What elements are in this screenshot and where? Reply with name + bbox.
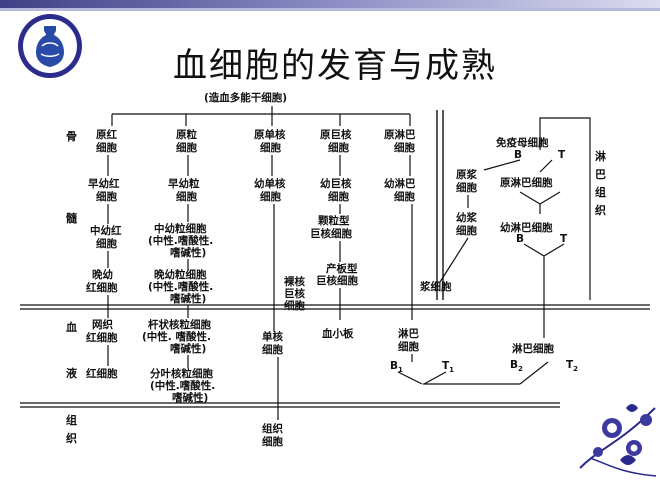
node-rbc-2b: 细胞 — [96, 190, 117, 203]
node-lymr-2: 幼淋巴细胞 — [500, 221, 553, 234]
side-label-marrow-1: 骨 — [66, 130, 77, 143]
node-gran-6b: (中性.嗜酸性. — [150, 379, 215, 392]
node-rbc-3b: 细胞 — [96, 237, 117, 250]
node-gran-2b: 细胞 — [176, 190, 197, 203]
node-mono-4a: 组织 — [262, 422, 283, 435]
node-gran-5c: 嗜碱性) — [170, 342, 206, 355]
node-mono-2a: 幼单核 — [254, 177, 286, 190]
node-lym-2b: 细胞 — [394, 190, 415, 203]
node-t1: T1 — [442, 360, 454, 374]
node-lym-1a: 原淋巴 — [384, 128, 416, 141]
node-plasma-1b: 细胞 — [456, 181, 477, 194]
node-mono-1a: 原单核 — [254, 128, 286, 141]
side-label-lymph-1: 淋 — [595, 149, 606, 163]
node-rbc-3a: 中幼红 — [90, 224, 122, 237]
node-mega-4a: 产板型 — [326, 262, 358, 275]
node-gran-5b: (中性. 嗜酸性. — [142, 330, 211, 343]
node-plasma-2a: 幼浆 — [456, 211, 477, 224]
node-b2: B2 — [510, 359, 523, 373]
node-stem: (造血多能干细胞) — [204, 91, 287, 104]
flower-ornament-icon — [579, 404, 657, 477]
node-gran-6c: 嗜碱性) — [172, 391, 208, 404]
node-immune-t: T — [558, 149, 566, 161]
node-gran-3b: (中性.嗜酸性. — [148, 234, 213, 247]
node-lymr-b: B — [516, 233, 524, 245]
side-label-blood-1: 血 — [66, 320, 77, 334]
node-gran-1b: 细胞 — [176, 141, 197, 154]
node-gran-3c: 嗜碱性) — [170, 246, 206, 259]
node-mono-1b: 细胞 — [260, 141, 281, 154]
top-decor-line — [0, 8, 660, 11]
side-label-lymph-3: 组 — [595, 185, 606, 199]
side-label-marrow-2: 髓 — [66, 211, 78, 225]
node-mega-3a: 颗粒型 — [318, 214, 350, 227]
node-rbc-5a: 网织 — [92, 318, 113, 331]
side-label-lymph-4: 织 — [595, 203, 606, 217]
node-gran-6a: 分叶核粒细胞 — [150, 367, 213, 380]
node-gran-1a: 原粒 — [176, 128, 197, 141]
side-label-lymph-2: 巴 — [595, 168, 606, 181]
node-lym-2a: 幼淋巴 — [384, 177, 416, 190]
node-naked-a: 裸核 — [284, 275, 305, 288]
node-mega-1a: 原巨核 — [320, 128, 352, 141]
node-plasma-1a: 原浆 — [456, 168, 477, 181]
node-lym-3a: 淋巴 — [398, 327, 419, 340]
node-gran-4c: 嗜碱性) — [170, 292, 206, 305]
node-rbc-1a: 原红 — [96, 128, 117, 141]
node-gran-4b: (中性.嗜酸性. — [148, 280, 213, 293]
node-gran-5a: 杆状核粒细胞 — [148, 318, 211, 331]
node-naked-b: 巨核 — [284, 287, 305, 300]
node-rbc-2a: 早幼红 — [88, 177, 120, 190]
node-mega-2b: 细胞 — [328, 190, 349, 203]
node-rbc-6: 红细胞 — [86, 367, 118, 380]
node-gran-3a: 中幼粒细胞 — [154, 222, 207, 235]
node-mono-3b: 细胞 — [262, 343, 283, 356]
node-b1: B1 — [390, 360, 403, 374]
node-plasma-2b: 细胞 — [456, 224, 477, 237]
node-gran-4a: 晚幼粒细胞 — [154, 268, 207, 281]
node-platelet: 血小板 — [322, 327, 354, 340]
node-mega-1b: 细胞 — [328, 141, 349, 154]
node-naked-c: 细胞 — [284, 299, 305, 312]
page-title: 血细胞的发育与成熟 — [173, 46, 497, 86]
node-rbc-5b: 红细胞 — [86, 331, 118, 344]
side-label-blood-2: 液 — [66, 366, 78, 380]
node-lym-1b: 细胞 — [394, 141, 415, 154]
node-gran-2a: 早幼粒 — [168, 177, 200, 190]
node-mega-2a: 幼巨核 — [320, 177, 352, 190]
node-mono-2b: 细胞 — [260, 190, 281, 203]
node-plasma-3: 浆细胞 — [419, 280, 452, 293]
node-lymr-1: 原淋巴细胞 — [500, 176, 553, 189]
node-rbc-4a: 晚幼 — [92, 268, 113, 281]
node-rbc-4b: 红细胞 — [86, 281, 118, 294]
node-mono-4b: 细胞 — [262, 435, 283, 448]
side-label-tissue-2: 织 — [66, 431, 77, 445]
node-mega-4b: 巨核细胞 — [316, 274, 358, 287]
node-t2: T2 — [566, 359, 578, 373]
node-immune: 免疫母细胞 — [496, 136, 549, 149]
side-label-tissue-1: 组 — [66, 413, 77, 427]
vase-logo-icon — [18, 14, 82, 78]
node-mono-3a: 单核 — [262, 330, 283, 343]
node-lym-3b: 细胞 — [398, 340, 419, 353]
node-lymr-3: 淋巴细胞 — [512, 342, 554, 355]
top-decor-bar — [0, 0, 660, 8]
node-immune-b: B — [514, 149, 522, 161]
node-mega-3b: 巨核细胞 — [310, 227, 352, 240]
node-rbc-1b: 细胞 — [96, 141, 117, 154]
node-lymr-t: T — [560, 233, 568, 245]
